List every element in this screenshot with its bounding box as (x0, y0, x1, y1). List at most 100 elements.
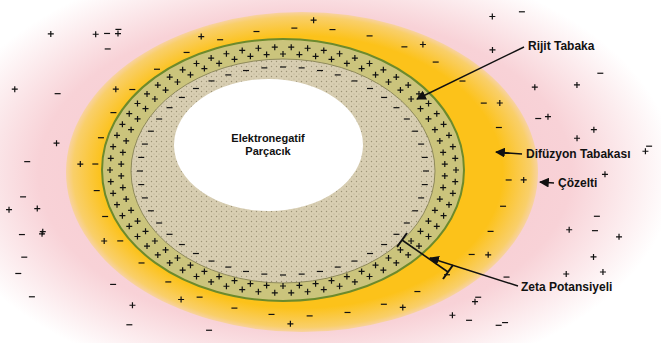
plus-charge (344, 274, 350, 280)
minus-charge (148, 131, 154, 132)
zeta-span (402, 240, 448, 272)
plus-charge (405, 82, 411, 88)
inner-surface-region (131, 59, 435, 283)
minus-charge (423, 170, 429, 171)
particle-shape (174, 79, 363, 211)
minus-charge (299, 67, 305, 68)
plus-charge (545, 114, 551, 120)
plus-charge (521, 177, 527, 183)
plus-charge (434, 223, 440, 229)
plus-charge (280, 283, 286, 289)
minus-charge (335, 266, 341, 267)
minus-charge (280, 66, 286, 67)
plus-charge (311, 17, 317, 23)
plus-charge (313, 53, 319, 59)
minus-charge (504, 276, 510, 277)
minus-charge (418, 143, 424, 144)
minus-charge (139, 262, 145, 263)
plus-charge (574, 82, 580, 88)
plus-charge (101, 238, 107, 244)
plus-charge (110, 190, 116, 196)
plus-charge (397, 87, 403, 93)
plus-charge (180, 267, 186, 273)
plus-charge (239, 47, 245, 53)
minus-charge (138, 184, 144, 185)
minus-charge (475, 297, 481, 298)
plus-charge (120, 149, 126, 155)
plus-charge (180, 67, 186, 73)
plus-charge (155, 252, 161, 258)
plus-charge (194, 274, 200, 280)
plus-charge (201, 268, 207, 274)
plus-charge (426, 101, 432, 107)
minus-charge (352, 80, 358, 81)
minus-charge (307, 315, 313, 316)
plus-charge (602, 171, 608, 177)
minus-charge (225, 266, 231, 267)
minus-charge (367, 253, 373, 254)
plus-charge (247, 281, 253, 287)
plus-charge (108, 155, 114, 161)
minus-charge (422, 184, 428, 185)
minus-charge (217, 39, 223, 40)
minus-charge (261, 274, 267, 275)
plus-charge (472, 299, 478, 305)
minus-charge (20, 196, 26, 197)
minus-charge (105, 48, 111, 49)
plus-charge (420, 42, 426, 48)
plus-charge (135, 116, 141, 122)
minus-charge (117, 240, 123, 241)
plus-charge (288, 290, 294, 296)
minus-charge (352, 260, 358, 261)
minus-charge (646, 146, 652, 147)
plus-charge (223, 51, 229, 57)
minus-charge (126, 324, 132, 325)
plus-charge (39, 231, 45, 237)
plus-charge (178, 296, 184, 302)
plus-charge (405, 252, 411, 258)
minus-charge (412, 131, 418, 132)
plus-charge (453, 167, 459, 173)
minus-charge (115, 29, 121, 30)
callout-label: Rijit Tabaka (528, 39, 594, 53)
plus-charge (321, 47, 327, 53)
plus-charge (642, 148, 648, 154)
plus-charge (223, 283, 229, 289)
minus-charge (193, 88, 199, 89)
plus-charge (54, 140, 60, 146)
plus-charge (34, 206, 40, 212)
plus-charge (163, 87, 169, 93)
minus-charge (179, 244, 185, 245)
plus-charge (425, 116, 431, 122)
plus-charge (239, 287, 245, 293)
minus-charge (280, 274, 286, 275)
plus-charge (107, 167, 113, 173)
leader-arrow (430, 258, 518, 286)
minus-charge (345, 312, 351, 313)
callout-label: Çözelti (558, 176, 597, 190)
plus-charge (114, 202, 120, 208)
plus-charge (167, 260, 173, 266)
minus-charge (592, 230, 598, 231)
plus-charge (128, 207, 134, 213)
plus-charge (110, 144, 116, 150)
minus-charge (231, 308, 237, 309)
minus-charge (167, 107, 173, 108)
minus-charge (193, 253, 199, 254)
plus-charge (198, 34, 204, 40)
plus-charge (123, 138, 129, 144)
minus-charge (156, 222, 162, 223)
plus-charge (450, 144, 456, 150)
plus-charge (416, 91, 422, 97)
plus-charge (367, 274, 373, 280)
plus-charge (123, 196, 129, 202)
plus-charge (152, 238, 158, 244)
plus-charge (352, 279, 358, 285)
plus-charge (434, 111, 440, 117)
plus-charge (574, 135, 580, 141)
charge-signs (6, 12, 652, 330)
leader-arrow (417, 47, 524, 99)
plus-charge (397, 247, 403, 253)
plus-charge (313, 281, 319, 287)
minus-charge (381, 244, 387, 245)
